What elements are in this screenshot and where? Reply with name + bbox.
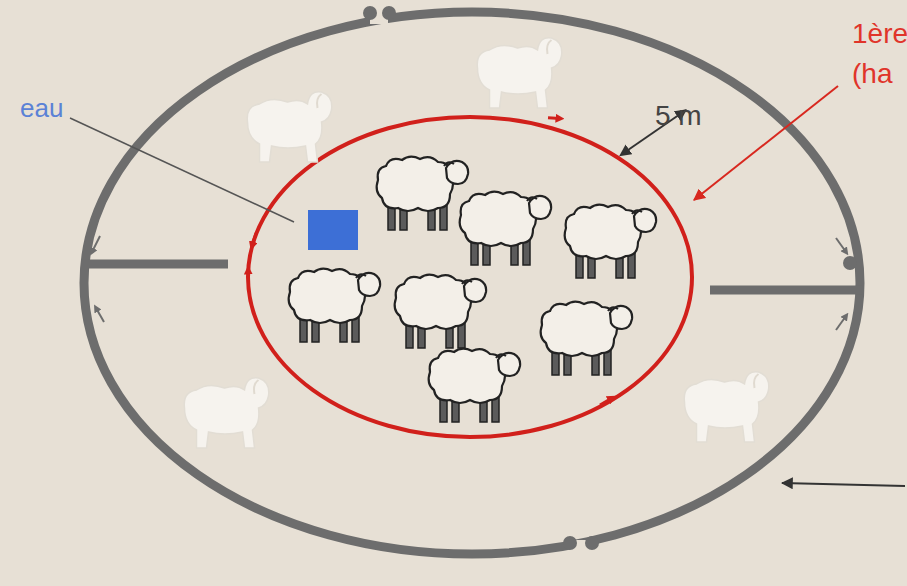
- callout-arrow: [694, 86, 838, 200]
- guard-dog: [247, 92, 332, 162]
- guard-dog: [184, 378, 269, 448]
- fence-post: [843, 256, 857, 270]
- outer-fence: [84, 12, 860, 554]
- fence-arrow: [548, 116, 560, 120]
- sheep: [565, 205, 656, 278]
- water-label: eau: [20, 95, 63, 121]
- guard-dog: [684, 372, 769, 442]
- inner-fence: [248, 117, 692, 437]
- fence-arrow: [92, 236, 100, 252]
- fence-post: [585, 536, 599, 550]
- fence-arrow: [836, 316, 846, 330]
- callout-label: 1ère: [852, 20, 907, 48]
- fence-bar: [710, 286, 862, 295]
- sheep: [289, 269, 380, 342]
- leader-line: [70, 118, 294, 222]
- fence-post: [563, 536, 577, 550]
- fence-post: [382, 6, 396, 20]
- fence-arrow: [836, 238, 846, 252]
- fence-arrow: [247, 270, 250, 284]
- fence-arrow: [252, 233, 256, 246]
- fence-post: [363, 6, 377, 20]
- callout-arrow: [782, 483, 905, 486]
- sheep: [429, 349, 520, 422]
- dimension-label: 5 m: [655, 102, 702, 130]
- sheep: [460, 192, 551, 265]
- sheep: [395, 275, 486, 348]
- fence-arrow: [96, 308, 104, 322]
- sheep: [541, 302, 632, 375]
- water-point: [308, 210, 358, 250]
- callout-label: (ha: [852, 60, 892, 88]
- guard-dog: [477, 38, 562, 108]
- fence-bar: [88, 260, 228, 269]
- sheep: [377, 157, 468, 230]
- fence-arrow: [600, 398, 612, 405]
